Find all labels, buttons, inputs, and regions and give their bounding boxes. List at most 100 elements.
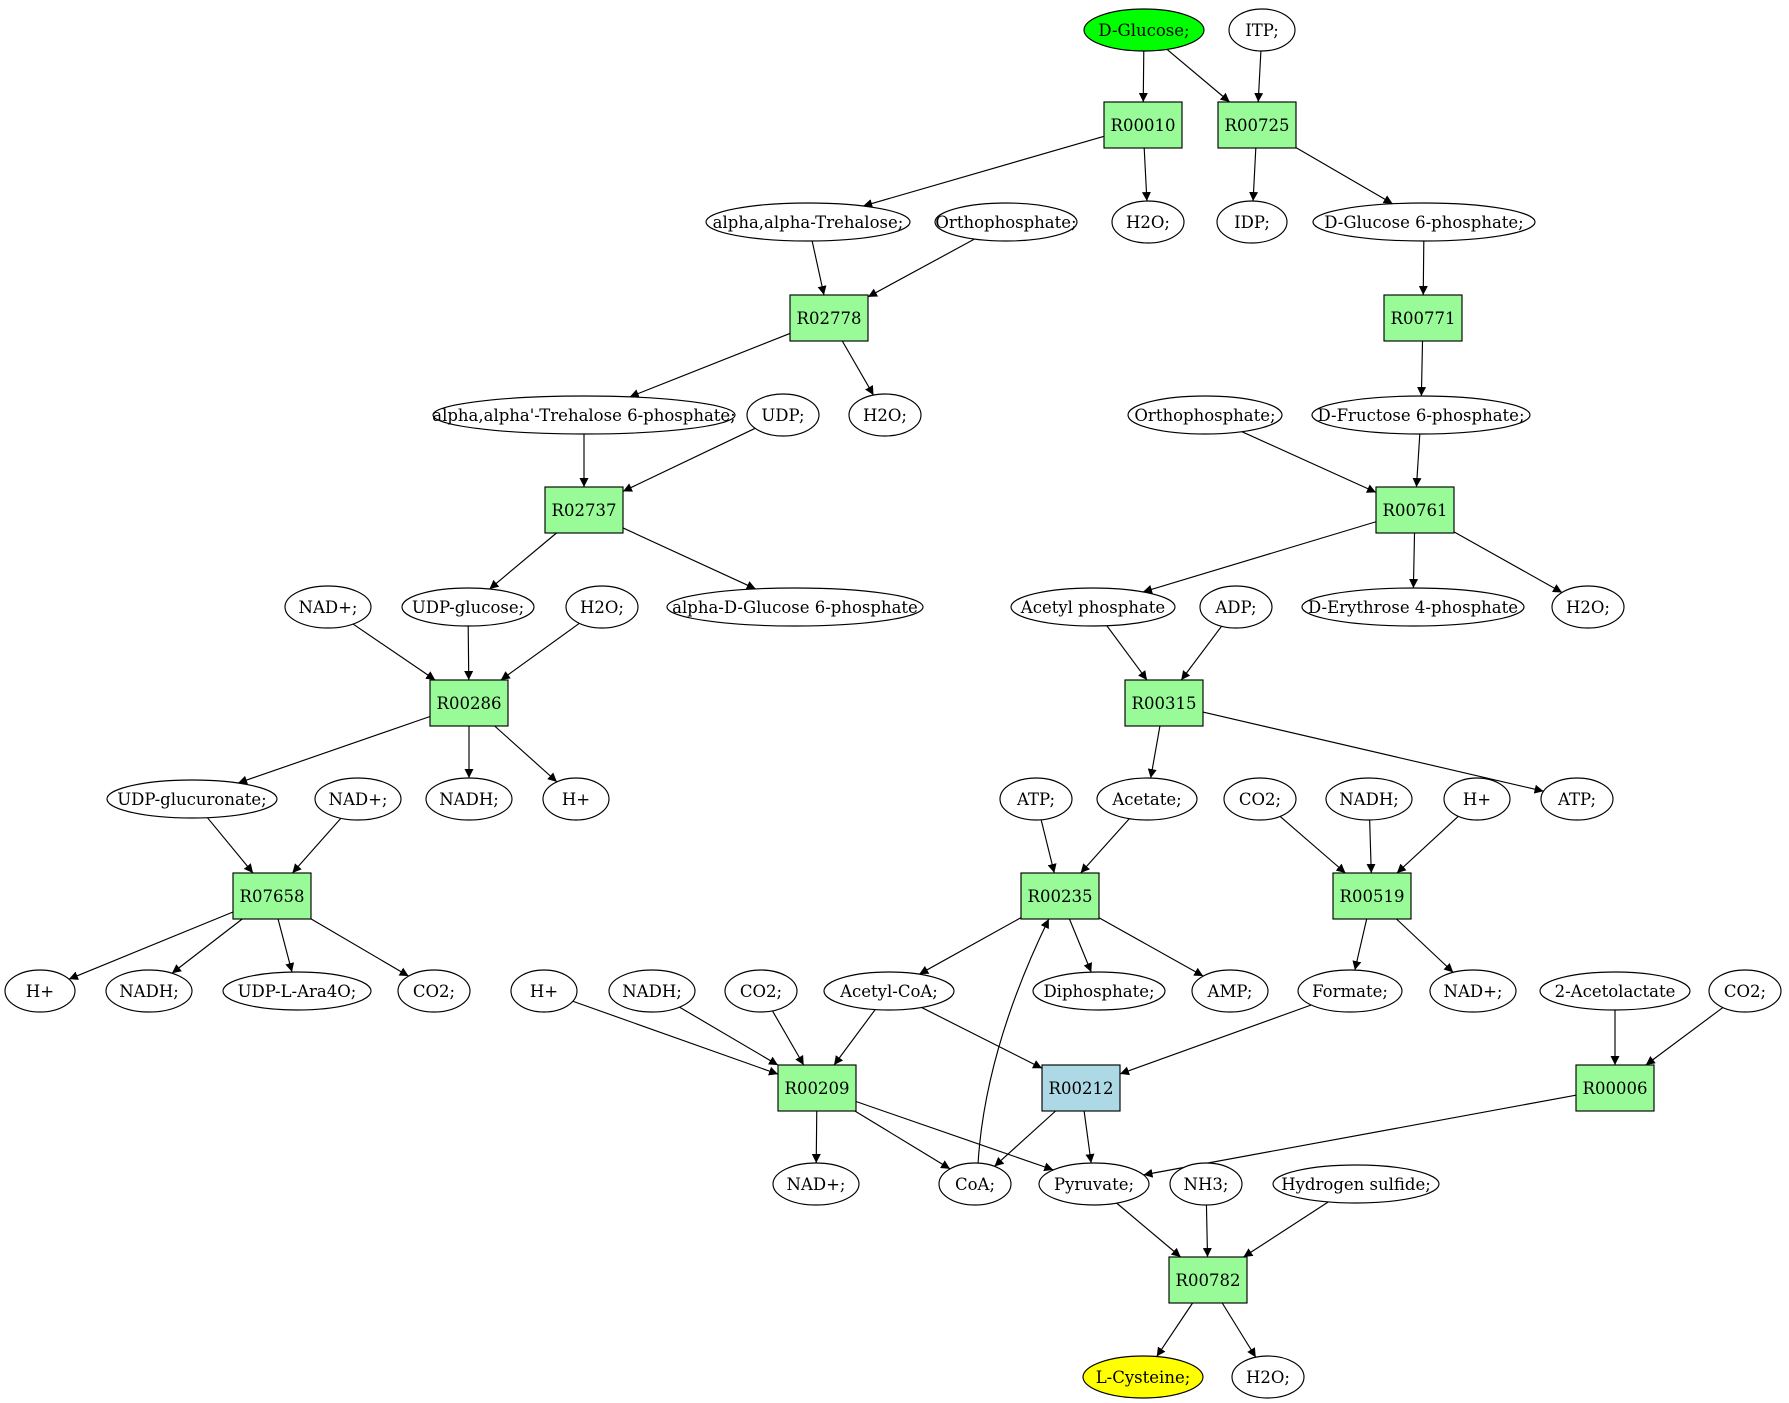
compound-node-udpara: UDP-L-Ara4O;	[222, 971, 372, 1011]
reaction-node-r00010: R00010	[1103, 101, 1183, 149]
edge-acp-to-r00315	[1106, 625, 1148, 681]
edge-adp-to-r00315	[1180, 625, 1223, 681]
reaction-node-r00212: R00212	[1041, 1064, 1121, 1112]
compound-node-pyruvate: Pyruvate;	[1038, 1162, 1150, 1206]
node-label: NAD+;	[787, 1175, 846, 1194]
edge-nadh_4-to-r00209	[679, 1006, 779, 1066]
edge-r00782-to-lcys	[1156, 1302, 1194, 1357]
edge-h2s-to-r00782	[1243, 1201, 1329, 1258]
compound-node-h2o_5: H2O;	[1231, 1355, 1305, 1399]
reaction-node-r00771: R00771	[1383, 294, 1463, 342]
edge-r02778-to-h2o_2	[841, 340, 875, 396]
compound-ellipse	[1010, 587, 1176, 627]
node-label: ATP;	[1557, 790, 1596, 809]
edge-r00519-to-formate	[1352, 918, 1368, 971]
compound-ellipse	[608, 969, 696, 1013]
edge-r00761-to-h2o_4	[1453, 531, 1563, 593]
edge-nh3-to-r00782	[1202, 1204, 1212, 1258]
compound-node-ortho2: Orthophosphate;	[1127, 395, 1283, 435]
compound-node-coa: CoA;	[938, 1162, 1012, 1206]
compound-ellipse	[222, 971, 372, 1011]
node-label: NAD+;	[1444, 982, 1503, 1001]
compound-ellipse	[510, 969, 578, 1013]
node-label: Acetyl-CoA;	[839, 982, 938, 1001]
compound-node-amp: AMP;	[1191, 969, 1269, 1013]
compound-ellipse	[542, 777, 610, 821]
compound-ellipse	[772, 1162, 860, 1206]
node-label: NADH;	[439, 790, 499, 809]
edge-trehalose-to-r02778	[811, 240, 827, 296]
reaction-box	[1217, 101, 1297, 149]
compound-node-atp_1: ATP;	[999, 777, 1073, 821]
edge-r00010-to-trehalose	[863, 135, 1105, 208]
edge-r00519-to-nad_3	[1396, 918, 1454, 973]
compound-ellipse	[1228, 8, 1296, 52]
compound-ellipse	[823, 971, 955, 1011]
node-label: UDP-L-Ara4O;	[238, 982, 357, 1001]
node-label: CO2;	[740, 982, 782, 1001]
node-label: Orthophosphate;	[1134, 406, 1275, 425]
node-label: D-Fructose 6-phosphate;	[1318, 406, 1525, 425]
node-label: CoA;	[955, 1175, 995, 1194]
node-label: R00006	[1583, 1079, 1648, 1098]
compound-node-e4p: D-Erythrose 4-phosphate	[1301, 587, 1525, 627]
node-label: L-Cysteine;	[1096, 1368, 1191, 1387]
compound-ellipse	[938, 1162, 1012, 1206]
node-label: R07658	[240, 887, 305, 906]
compound-ellipse	[565, 585, 639, 629]
compound-node-co2_4: CO2;	[1708, 969, 1782, 1013]
edge-nad_2-to-r07658	[291, 817, 342, 874]
node-label: NADH;	[119, 982, 179, 1001]
reaction-box	[1041, 1064, 1121, 1112]
reaction-node-r00209: R00209	[777, 1064, 857, 1112]
node-label: NAD+;	[299, 598, 358, 617]
edge-r00212-to-coa	[994, 1110, 1056, 1167]
compound-ellipse	[1311, 395, 1531, 435]
edge-r00315-to-atp_2	[1202, 711, 1544, 794]
reaction-node-r02737: R02737	[544, 486, 624, 534]
compound-ellipse	[848, 393, 922, 437]
edge-acetate-to-r00235	[1080, 818, 1130, 874]
compound-ellipse	[4, 969, 76, 1013]
edge-r00771-to-f6p	[1417, 340, 1427, 397]
edge-r02778-to-t6p	[629, 332, 791, 398]
reaction-box	[1168, 1256, 1248, 1304]
compound-node-h2s: Hydrogen sulfide;	[1272, 1164, 1440, 1204]
node-label: UDP-glucuronate;	[117, 790, 266, 809]
compound-node-acetolactate: 2-Acetolactate	[1539, 971, 1691, 1011]
compound-ellipse	[746, 393, 820, 437]
node-label: H+	[562, 790, 590, 809]
compound-ellipse	[1443, 777, 1511, 821]
edge-r00725-to-idp	[1249, 147, 1259, 202]
compound-node-h2o_1: H2O;	[1111, 200, 1185, 244]
compound-node-hplus_1: H+	[542, 777, 610, 821]
edge-r00212-to-pyruvate	[1083, 1110, 1095, 1164]
edge-atp_1-to-r00235	[1040, 819, 1057, 874]
node-label: R00761	[1383, 501, 1448, 520]
compound-ellipse	[1301, 587, 1525, 627]
edge-hplus_4-to-r00209	[572, 1000, 779, 1076]
reaction-box	[1575, 1064, 1655, 1112]
compound-node-t6p: alpha,alpha'-Trehalose 6-phosphate;	[432, 395, 736, 435]
reaction-node-r00286: R00286	[429, 679, 509, 727]
node-label: UDP-glucose;	[412, 598, 524, 617]
reaction-box	[1020, 872, 1100, 920]
compound-ellipse	[1191, 969, 1269, 1013]
node-label: ATP;	[1016, 790, 1055, 809]
edge-r00209-to-pyruvate	[855, 1100, 1054, 1172]
node-label: H2O;	[863, 406, 907, 425]
node-label: R00771	[1391, 309, 1456, 328]
compound-ellipse	[1032, 971, 1166, 1011]
compound-node-nadh_3: NADH;	[105, 969, 193, 1013]
compound-ellipse	[1551, 585, 1625, 629]
reaction-box	[1103, 101, 1183, 149]
edge-r07658-to-hplus_3	[68, 911, 234, 980]
compound-ellipse	[314, 777, 402, 821]
compound-node-itp: ITP;	[1228, 8, 1296, 52]
compound-ellipse	[284, 585, 372, 629]
compound-node-nad_4: NAD+;	[772, 1162, 860, 1206]
node-label: NH3;	[1184, 1175, 1229, 1194]
node-label: CO2;	[1239, 790, 1281, 809]
